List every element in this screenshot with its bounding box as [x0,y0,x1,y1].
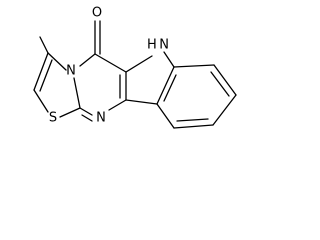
atom-nh: H N [147,38,169,53]
bond-c8-c9 [212,94,237,126]
bond-n-c10a [79,107,93,116]
bond-nh-c6a [163,51,175,68]
bond-c10c-c6a-inner [163,74,177,102]
bond-c7-c8 [213,64,237,96]
chemical-structure: O H N N N S [33,6,237,129]
bond-s-c10a [59,107,81,118]
atom-oxygen: O [92,6,102,21]
bond-c10c-c10b [125,99,158,105]
atom-n-ring: N [66,64,76,79]
bond-n4-c10a [73,77,81,109]
bond-c9-c10-double [176,118,209,122]
bond-c10b-n [108,99,127,111]
bond-n-c10a-double [81,114,93,122]
bond-methyl [39,36,49,54]
bond-c3-c2-double [39,59,53,92]
bond-c10-c10c [156,103,175,129]
bond-c3-n4 [47,52,67,71]
bond-c6a-c7 [173,64,215,68]
bond-c2-s [33,89,49,113]
atom-sulfur: S [49,111,57,126]
bond-c6a-c10c [156,66,175,105]
atom-n-pyrimidine: N [96,111,106,126]
bond-c3-c2 [33,52,49,91]
bond-c5-c5a [94,53,127,73]
bond-c5a-nh [125,55,153,73]
bond-c9-c10 [173,124,214,129]
bond-c7-c8-double [210,71,230,97]
bond-n4-c5 [79,53,96,67]
